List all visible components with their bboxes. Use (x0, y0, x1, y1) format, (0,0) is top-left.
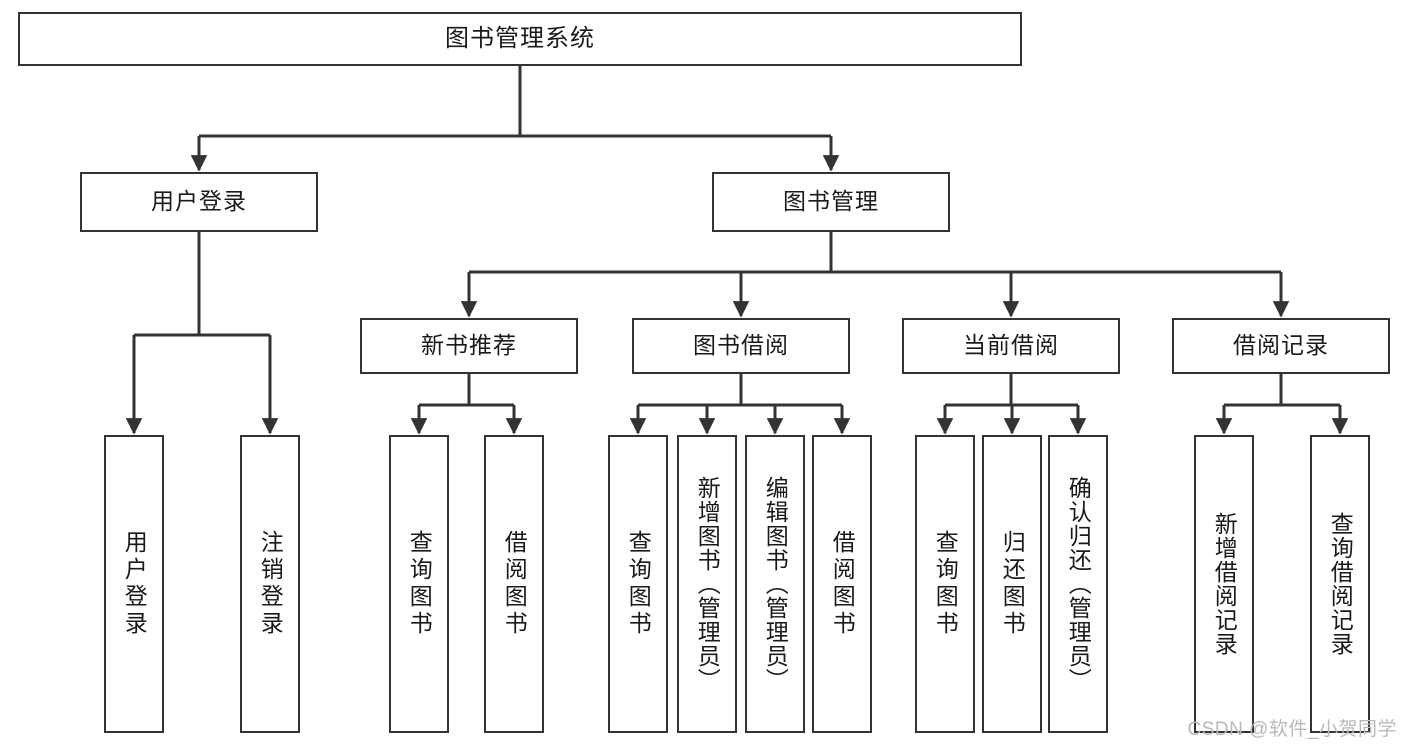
node-current-borrow[interactable]: 当前借阅 (902, 318, 1120, 374)
node-leaf-return-book[interactable]: 归还图书 (982, 435, 1042, 733)
node-leaf-borrow-book[interactable]: 借阅图书 (812, 435, 872, 733)
node-leaf-confirm-return[interactable]: 确认归还（管理员） (1048, 435, 1108, 733)
csdn-watermark: CSDN @软件_小贺同学 (1187, 719, 1397, 740)
node-leaf-query-book-recommend[interactable]: 查询图书 (389, 435, 449, 733)
node-book-borrow[interactable]: 图书借阅 (632, 318, 850, 374)
node-book-management[interactable]: 图书管理 (712, 172, 950, 232)
node-leaf-query-book-borrow[interactable]: 查询图书 (608, 435, 668, 733)
node-leaf-query-book-current[interactable]: 查询图书 (915, 435, 975, 733)
node-root[interactable]: 图书管理系统 (18, 12, 1022, 66)
node-leaf-query-borrow-record[interactable]: 查询借阅记录 (1310, 435, 1370, 733)
node-leaf-add-borrow-record[interactable]: 新增借阅记录 (1194, 435, 1254, 733)
node-borrow-record[interactable]: 借阅记录 (1172, 318, 1390, 374)
node-leaf-borrow-book-recommend[interactable]: 借阅图书 (484, 435, 544, 733)
node-leaf-logout[interactable]: 注销登录 (240, 435, 300, 733)
node-leaf-edit-book[interactable]: 编辑图书（管理员） (745, 435, 805, 733)
node-leaf-add-book[interactable]: 新增图书（管理员） (677, 435, 737, 733)
node-new-book-recommend[interactable]: 新书推荐 (360, 318, 578, 374)
node-user-login[interactable]: 用户登录 (80, 172, 318, 232)
node-leaf-user-login[interactable]: 用户登录 (104, 435, 164, 733)
